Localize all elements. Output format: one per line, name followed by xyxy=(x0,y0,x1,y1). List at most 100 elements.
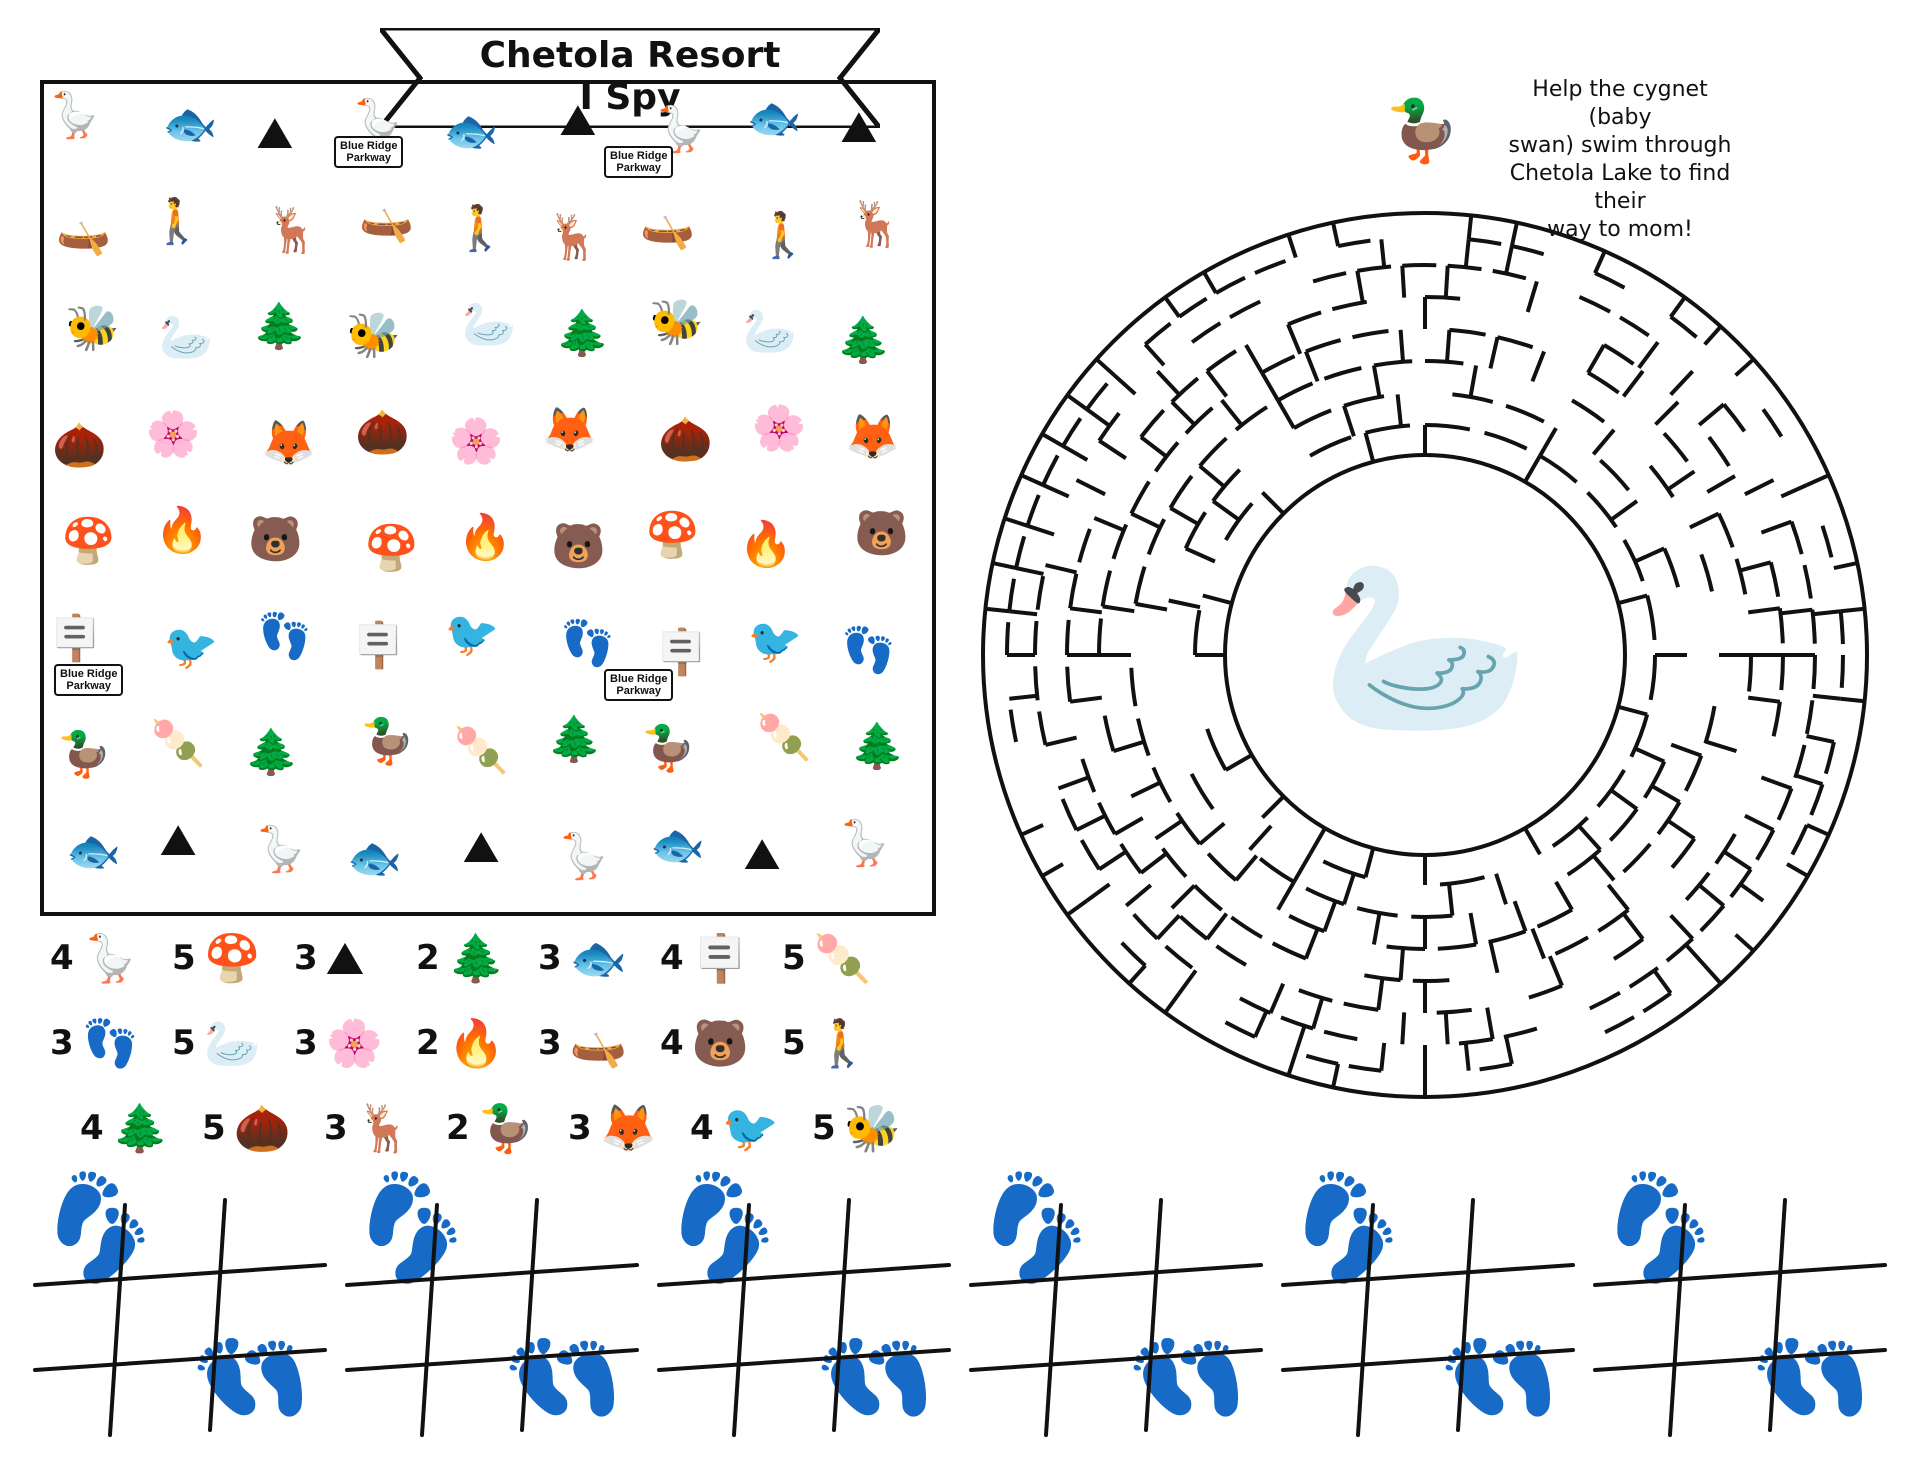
maze-wall-radial xyxy=(1355,270,1365,303)
campfire-icon[interactable]: 🔥 xyxy=(457,513,513,562)
goose-icon[interactable]: 🪿 xyxy=(837,818,893,868)
trout-icon[interactable]: 🐟 xyxy=(746,94,802,143)
bear-icon[interactable]: 🐻 xyxy=(854,509,910,558)
sign-icon[interactable]: 🪧 xyxy=(48,613,103,663)
pinecone-icon[interactable]: 🌲 xyxy=(836,316,892,365)
pinecone-icon[interactable]: 🌲 xyxy=(555,309,611,358)
tic-tac-toe-board[interactable] xyxy=(30,1195,330,1445)
hiker-icon[interactable]: 🚶 xyxy=(452,203,508,253)
goose-icon[interactable]: 🪿 xyxy=(556,831,612,881)
campfire-icon[interactable]: 🔥 xyxy=(738,520,794,569)
mountain-icon[interactable]: ⛰ xyxy=(462,822,500,872)
maze-wall-radial xyxy=(1026,523,1055,537)
campfire-icon[interactable]: 🔥 xyxy=(154,506,210,555)
sign-icon[interactable]: 🪧 xyxy=(654,627,709,677)
fox-icon[interactable]: 🦊 xyxy=(542,405,598,455)
kayak-icon[interactable]: 🛶 xyxy=(56,207,111,257)
trout-icon[interactable]: 🐟 xyxy=(443,107,499,156)
swan-icon[interactable]: 🦢 xyxy=(158,313,214,362)
maze-wall-arc xyxy=(1102,715,1116,752)
bear-icon[interactable]: 🐻 xyxy=(248,515,304,564)
bee-icon[interactable]: 🐝 xyxy=(65,304,120,353)
bee-icon[interactable]: 🐝 xyxy=(649,298,704,347)
mountain-icon[interactable]: ⛰ xyxy=(159,815,197,865)
maze-wall-radial xyxy=(1155,914,1181,941)
goose-icon[interactable]: 🪿 xyxy=(653,105,708,154)
goose-icon[interactable]: 🪿 xyxy=(47,91,102,140)
lily-pad-icon[interactable]: 🌸 xyxy=(448,416,504,466)
tic-tac-toe-board[interactable] xyxy=(342,1195,642,1445)
mountain-icon[interactable]: ⛰ xyxy=(559,96,597,145)
acorn-icon[interactable]: 🌰 xyxy=(658,414,713,464)
marshmallow-icon[interactable]: 🍡 xyxy=(150,719,206,768)
maze-wall-radial xyxy=(1331,1063,1341,1088)
maze-wall-arc xyxy=(1348,1064,1382,1073)
fox-icon[interactable]: 🦊 xyxy=(261,418,317,468)
lily-pad-icon[interactable]: 🌸 xyxy=(145,409,201,459)
deer-icon[interactable]: 🦌 xyxy=(546,212,602,262)
trout-icon[interactable]: 🐟 xyxy=(650,820,705,870)
duck-icon[interactable]: 🦆 xyxy=(641,724,696,773)
footprint-icon[interactable]: 👣 xyxy=(841,625,897,675)
maze-wall-radial xyxy=(1139,851,1168,875)
maze-wall-arc xyxy=(1761,408,1784,438)
mushroom-icon[interactable]: 🍄 xyxy=(645,511,700,560)
mushroom-icon[interactable]: 🍄 xyxy=(364,524,419,573)
maze-wall-arc xyxy=(1684,871,1711,902)
hiker-icon[interactable]: 🚶 xyxy=(755,210,811,260)
cardinal-icon[interactable]: 🐦 xyxy=(444,609,500,659)
deer-icon[interactable]: 🦌 xyxy=(849,199,905,249)
maze-wall-arc xyxy=(1224,502,1254,542)
pine-tree-icon[interactable]: 🌲 xyxy=(547,715,603,764)
marshmallow-icon[interactable]: 🍡 xyxy=(453,726,509,775)
pinecone-icon[interactable]: 🌲 xyxy=(252,302,308,351)
trout-icon[interactable]: 🐟 xyxy=(347,833,402,883)
maze-wall-radial xyxy=(1260,490,1286,516)
maze-wall-radial xyxy=(1525,280,1539,313)
footprint-icon[interactable]: 👣 xyxy=(257,611,313,661)
tic-tac-toe-line xyxy=(345,1348,639,1372)
pine-tree-icon[interactable]: 🌲 xyxy=(244,728,300,777)
maze-wall-arc xyxy=(1007,578,1016,612)
acorn-icon[interactable]: 🌰 xyxy=(355,407,410,457)
cardinal-icon[interactable]: 🐦 xyxy=(747,616,803,666)
swan-icon[interactable]: 🦢 xyxy=(461,300,517,349)
tic-tac-toe-board[interactable] xyxy=(966,1195,1266,1445)
mushroom-icon[interactable]: 🍄 xyxy=(61,517,116,566)
bee-icon[interactable]: 🐝 xyxy=(346,311,401,360)
duck-icon[interactable]: 🦆 xyxy=(360,717,415,766)
bear-icon[interactable]: 🐻 xyxy=(551,522,607,571)
mountain-icon[interactable]: ⛰ xyxy=(840,103,878,152)
pine-tree-icon[interactable]: 🌲 xyxy=(850,722,906,771)
mountain-icon[interactable]: ⛰ xyxy=(743,829,781,879)
mountain-icon[interactable]: ⛰ xyxy=(256,109,294,158)
cardinal-icon[interactable]: 🐦 xyxy=(163,622,219,672)
footprint-icon[interactable]: 👣 xyxy=(560,618,616,668)
acorn-icon[interactable]: 🌰 xyxy=(52,420,107,470)
swan-icon[interactable]: 🦢 xyxy=(742,307,798,356)
duck-icon[interactable]: 🦆 xyxy=(57,730,112,779)
sign-icon[interactable]: 🪧 xyxy=(351,620,406,670)
maze-wall-radial xyxy=(1069,606,1103,615)
fox-icon[interactable]: 🦊 xyxy=(845,412,901,462)
trout-icon[interactable]: 🐟 xyxy=(162,100,218,149)
maze-wall-arc xyxy=(1554,935,1590,956)
kayak-icon[interactable]: 🛶 xyxy=(640,201,695,251)
trout-icon[interactable]: 🐟 xyxy=(66,826,121,876)
deer-icon[interactable]: 🦌 xyxy=(265,205,321,255)
tic-tac-toe-board[interactable] xyxy=(1590,1195,1890,1445)
tic-tac-toe-board[interactable] xyxy=(654,1195,954,1445)
hiker-icon[interactable]: 🚶 xyxy=(149,196,205,246)
tic-tac-toe-board[interactable] xyxy=(1278,1195,1578,1445)
circular-maze[interactable]: 🦢 xyxy=(975,205,1875,1105)
goose-icon[interactable]: 🪿 xyxy=(253,824,309,874)
maze-wall-radial xyxy=(1509,222,1519,247)
kayak-icon[interactable]: 🛶 xyxy=(359,194,414,244)
lily-pad-icon[interactable]: 🌸 xyxy=(751,403,807,453)
marshmallow-icon[interactable]: 🍡 xyxy=(756,713,812,762)
maze-wall-arc xyxy=(1684,754,1704,792)
